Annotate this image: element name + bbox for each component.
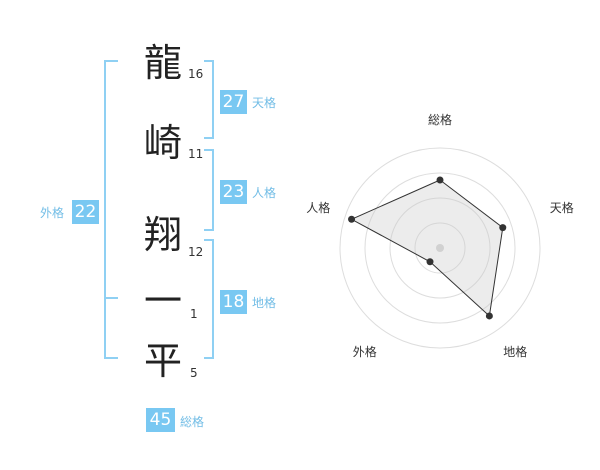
chikaku-bracket: [204, 239, 214, 359]
name-char-2: 崎: [143, 121, 182, 165]
stroke-count-3: 12: [188, 245, 204, 259]
jinkaku-value: 23: [220, 180, 247, 204]
radar-point-2: [485, 312, 493, 320]
tenkaku-label: 天格: [252, 96, 277, 110]
radar-point-4: [348, 215, 356, 223]
stroke-count-5: 5: [190, 366, 198, 380]
radar-series-polygon: [350, 179, 504, 317]
name-char-1: 龍: [143, 41, 182, 85]
gaikaku-bracket: [104, 60, 118, 359]
chikaku-label: 地格: [252, 296, 277, 310]
radar-ring-1: [414, 222, 466, 274]
radar-axis-label-0: 総格: [428, 113, 453, 127]
radar-center: [436, 244, 444, 252]
tenkaku-value: 27: [220, 90, 247, 114]
radar-point-0: [436, 176, 444, 184]
jinkaku-label: 人格: [252, 186, 277, 200]
gaikaku-label: 外格: [40, 206, 65, 220]
soukaku-label: 総格: [180, 415, 205, 429]
stroke-count-4: 1: [190, 307, 198, 321]
name-char-3: 翔: [143, 213, 182, 257]
stroke-count-2: 11: [188, 147, 204, 161]
radar-axis-label-3: 外格: [352, 344, 377, 359]
radar-axis-label-2: 地格: [503, 344, 528, 359]
name-char-5: 平: [143, 339, 182, 383]
jinkaku-bracket: [204, 149, 214, 231]
gaikaku-value: 22: [72, 200, 99, 224]
radar-axis-label-4: 人格: [306, 201, 331, 216]
radar-axis-label-1: 天格: [549, 201, 574, 216]
stroke-count-1: 16: [188, 67, 204, 81]
soukaku-value: 45: [146, 408, 175, 432]
radar-point-1: [499, 224, 507, 232]
chikaku-value: 18: [220, 290, 247, 314]
name-char-4: 一: [143, 279, 182, 323]
radar-point-3: [426, 258, 434, 266]
radar-ring-2: [389, 197, 491, 299]
radar-ring-3: [364, 172, 516, 324]
tenkaku-bracket: [204, 60, 214, 139]
